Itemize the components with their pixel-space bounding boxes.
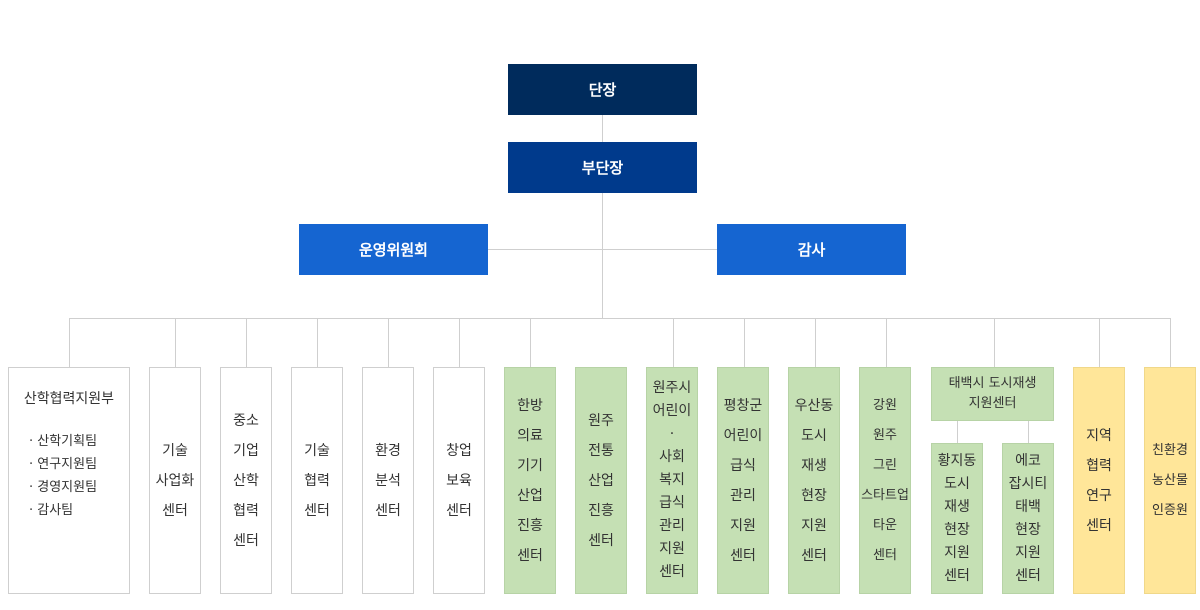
center-box: 친환경 농산물 인증원 [1144,367,1196,594]
taebaek-title: 태백시 도시재생 지원센터 [948,376,1037,411]
center-box: 기술 협력 센터 [291,367,343,594]
connector-drop [886,318,887,367]
audit-label: 감사 [797,241,826,259]
connector-drop [246,318,247,367]
center-box: 강원 원주 그린 스타트업 타운 센터 [859,367,911,594]
connector-horizontal-bar [69,318,1171,319]
center-box: 창업 보육 센터 [433,367,485,594]
connector-main-vertical [602,114,603,318]
center-label: 원주시 어린이 · 사회 복지 급식 관리 지원 센터 [652,380,692,580]
dept-title: 산학협력지원부 [23,391,115,407]
connector-drop [69,318,70,367]
connector-drop [1099,318,1100,367]
center-label: 중소 기업 산학 협력 센터 [233,412,259,549]
center-label: 에코 잡시티 태백 현장 지원 센터 [1008,452,1048,584]
center-label: 황지동 도시 재생 현장 지원 센터 [937,452,977,584]
connector-taebaek-sub2 [1028,421,1029,443]
connector-drop [459,318,460,367]
team-item: 경영지원팀 [29,476,97,499]
connector-drop [994,318,995,367]
center-box: 환경 분석 센터 [362,367,414,594]
center-label: 창업 보육 센터 [446,442,472,519]
center-label: 원주 전통 산업 진흥 센터 [588,412,614,549]
team-list: 산학기획팀 연구지원팀 경영지원팀 감사팀 [29,430,97,522]
center-label: 지역 협력 연구 센터 [1086,427,1112,534]
committee-label: 운영위원회 [358,241,428,259]
center-box: 지역 협력 연구 센터 [1073,367,1125,594]
center-label: 평창군 어린이 급식 관리 지원 센터 [723,397,763,564]
connector-drop [1170,318,1171,367]
center-label: 기술 사업화 센터 [155,442,195,519]
center-label: 한방 의료 기기 산업 진흥 센터 [517,397,543,564]
taebaek-sub-box: 에코 잡시티 태백 현장 지원 센터 [1002,443,1054,594]
deputy-head-label: 부단장 [581,159,624,177]
team-item: 연구지원팀 [29,453,97,476]
center-box: 중소 기업 산학 협력 센터 [220,367,272,594]
connector-drop [673,318,674,367]
connector-drop [317,318,318,367]
head-label: 단장 [588,81,617,99]
taebaek-title-box: 태백시 도시재생 지원센터 [931,367,1054,421]
center-box: 원주 전통 산업 진흥 센터 [575,367,627,594]
head-box: 단장 [508,64,697,115]
center-box: 기술 사업화 센터 [149,367,201,594]
connector-drop [815,318,816,367]
center-box: 우산동 도시 재생 현장 지원 센터 [788,367,840,594]
center-box: 한방 의료 기기 산업 진흥 센터 [504,367,556,594]
center-label: 환경 분석 센터 [375,442,401,519]
center-box: 평창군 어린이 급식 관리 지원 센터 [717,367,769,594]
connector-drop [388,318,389,367]
connector-taebaek-sub1 [957,421,958,443]
audit-box: 감사 [717,224,906,275]
center-label: 친환경 농산물 인증원 [1152,442,1188,518]
center-label: 우산동 도시 재생 현장 지원 센터 [794,397,834,564]
connector-drop [744,318,745,367]
team-item: 감사팀 [29,499,97,522]
center-label: 기술 협력 센터 [304,442,330,519]
center-label: 강원 원주 그린 스타트업 타운 센터 [861,397,909,563]
committee-box: 운영위원회 [299,224,488,275]
taebaek-sub-box: 황지동 도시 재생 현장 지원 센터 [931,443,983,594]
connector-drop [530,318,531,367]
connector-committee-audit [488,249,717,250]
team-item: 산학기획팀 [29,430,97,453]
dept-box: 산학협력지원부 산학기획팀 연구지원팀 경영지원팀 감사팀 [8,367,130,594]
connector-drop [175,318,176,367]
deputy-head-box: 부단장 [508,142,697,193]
center-box: 원주시 어린이 · 사회 복지 급식 관리 지원 센터 [646,367,698,594]
